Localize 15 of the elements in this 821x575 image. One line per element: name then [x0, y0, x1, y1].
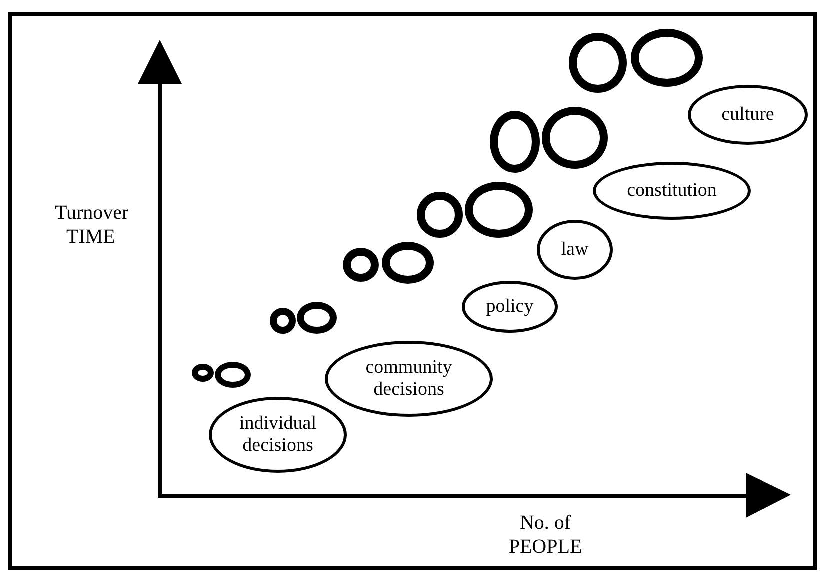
ellipse-node: law [537, 220, 613, 280]
ellipse-node: community decisions [325, 341, 493, 417]
ellipse-node: individual decisions [209, 397, 347, 473]
axis-label: Turnover TIME [55, 201, 127, 249]
ellipse-shape [270, 308, 296, 334]
ellipse-node: constitution [593, 162, 751, 220]
axis-label: No. of PEOPLE [508, 511, 584, 559]
ellipse-shape [215, 362, 251, 388]
ellipse-shape [382, 242, 434, 284]
ellipse-shape [343, 248, 379, 282]
ellipse-node: policy [462, 281, 558, 333]
ellipse-shape [297, 302, 337, 334]
ellipse-shape [417, 192, 463, 238]
ellipse-node: culture [688, 85, 808, 145]
ellipse-shape [192, 364, 214, 382]
